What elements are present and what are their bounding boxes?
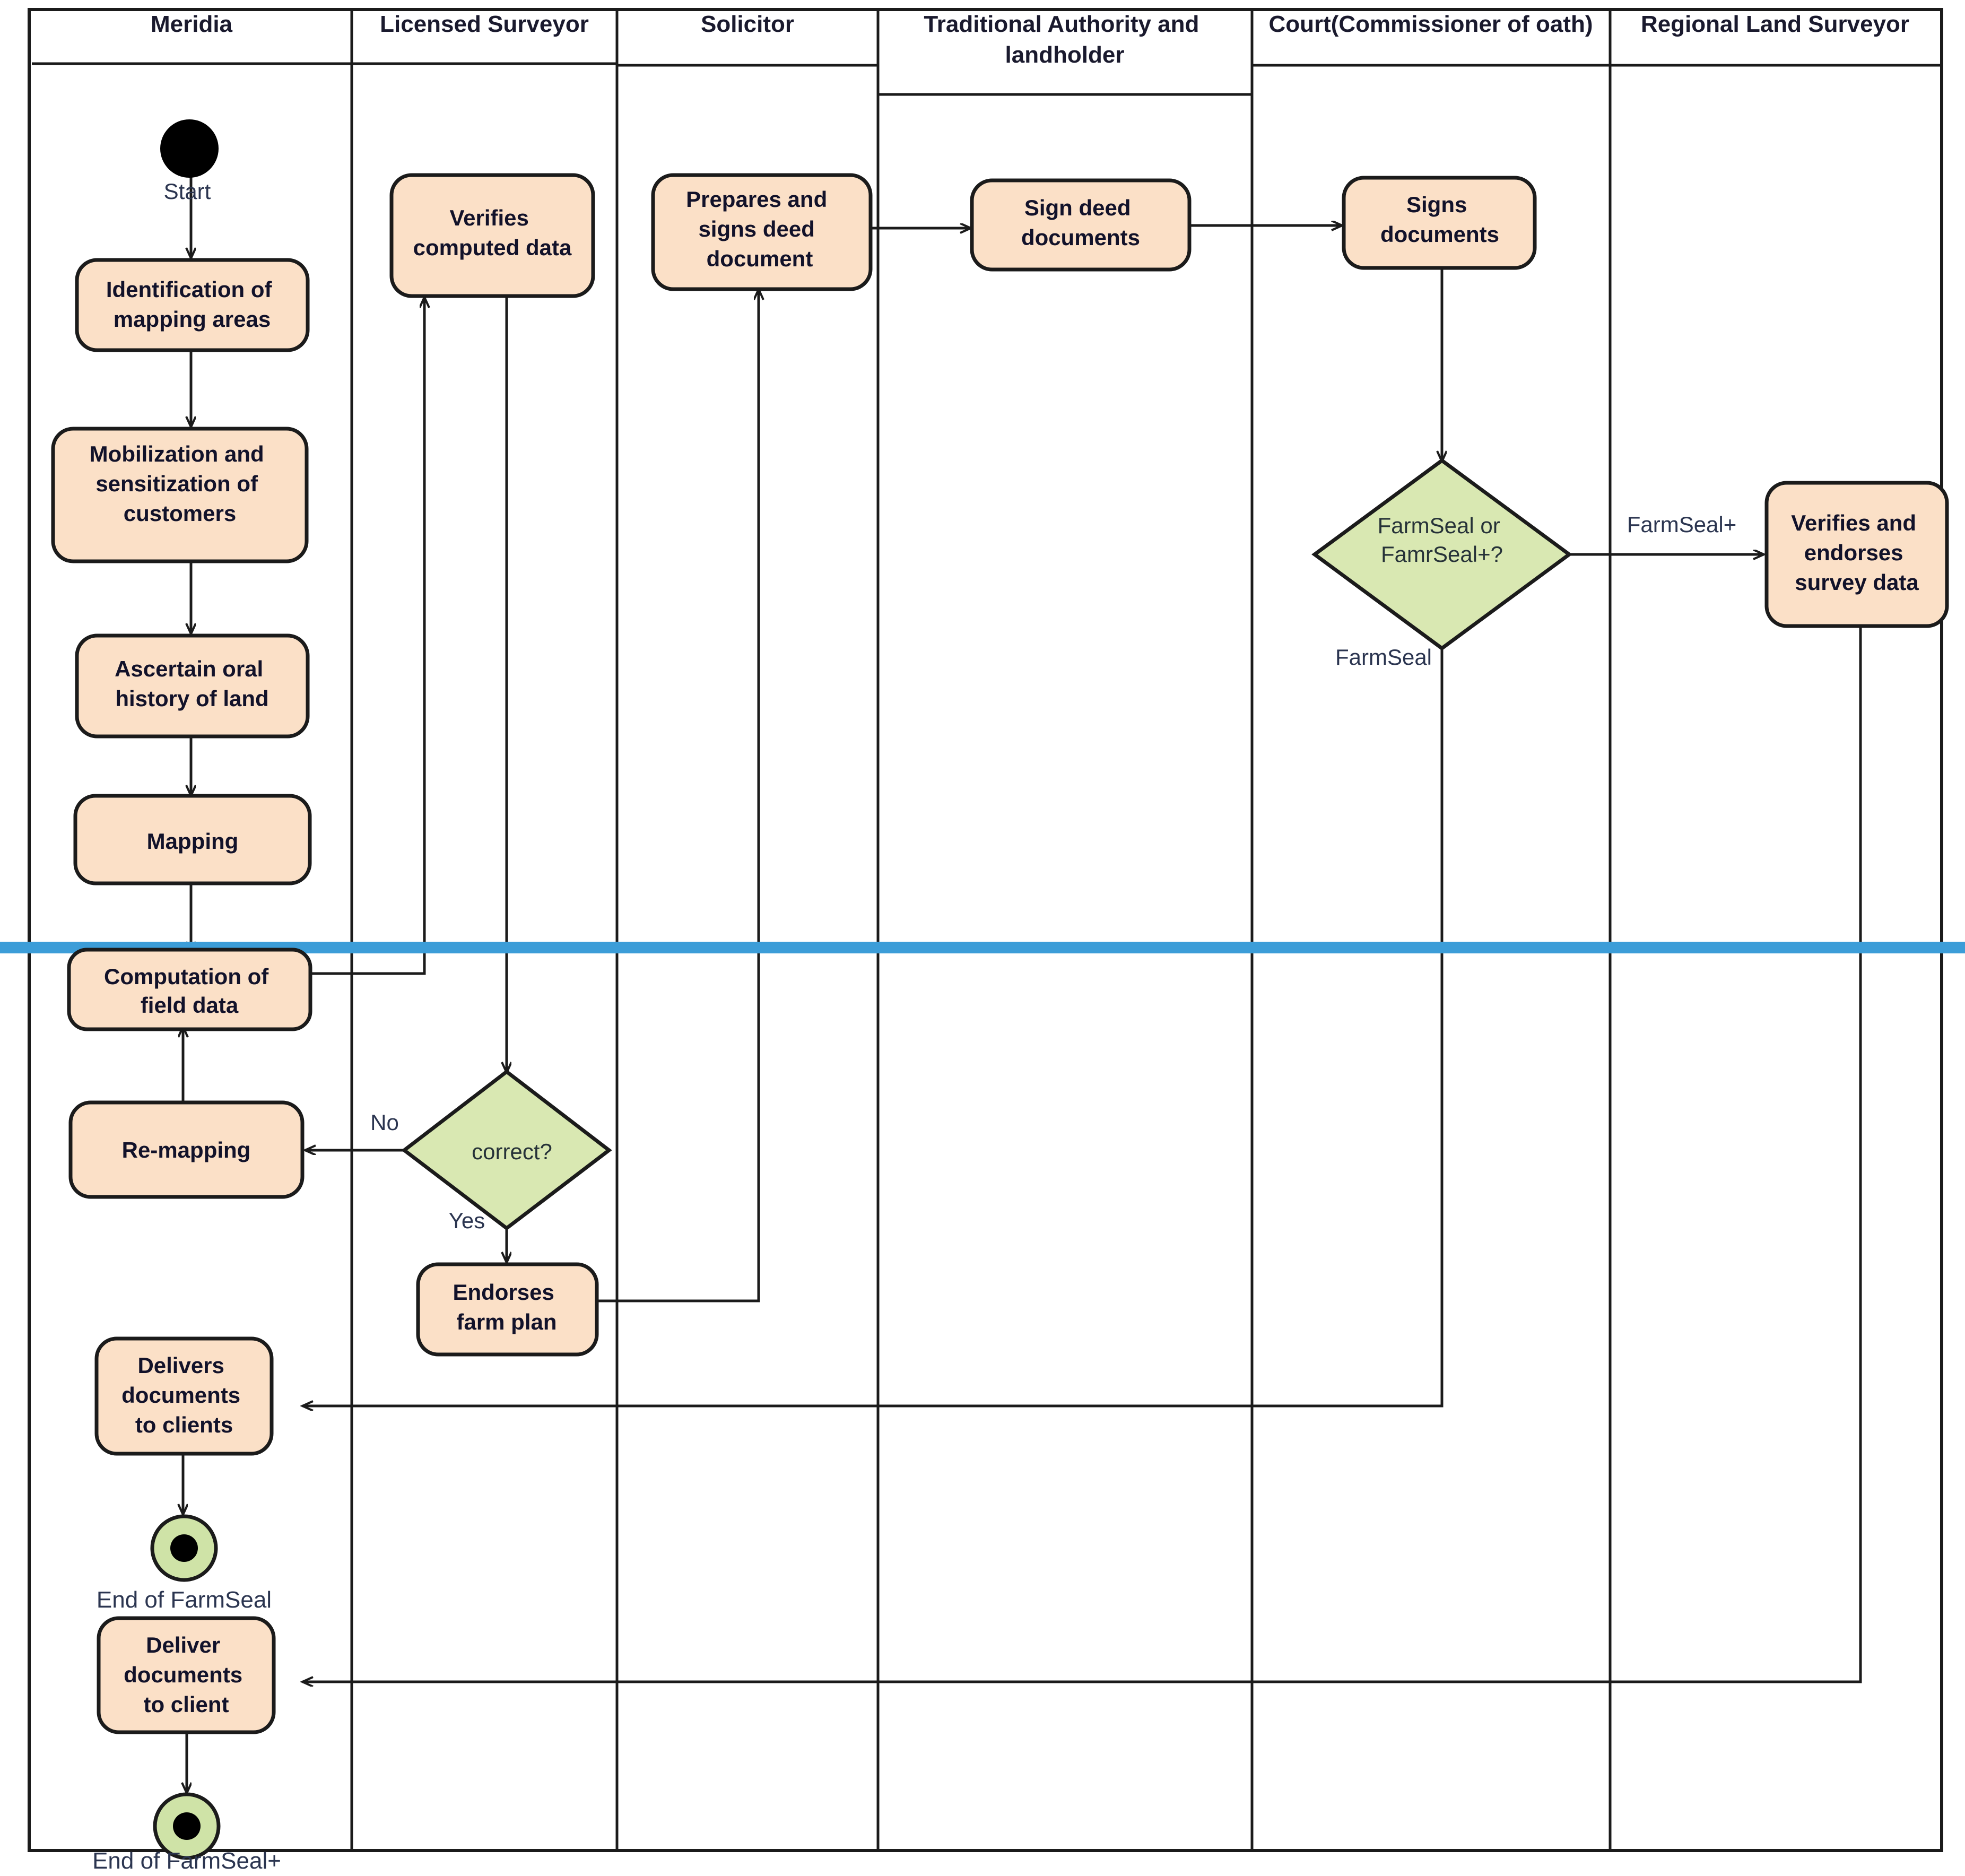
activity-label: Identification of mapping areas [106,277,278,332]
activity-computation-of-field-data[interactable]: Computation of field data [67,948,312,1031]
decision-label: correct? [472,1139,552,1164]
edge-a5-to-b1 [310,297,424,975]
activity-ascertain-oral-history-of-land[interactable]: Ascertain oral history of land [75,633,310,739]
activity-label: Mobilization and sensitization of custom… [90,441,271,526]
activity-sign-deed-documents[interactable]: Sign deed documents [970,178,1192,272]
decision-label: FarmSeal or FamrSeal+? [1378,513,1507,567]
activity-label: Endorses farm plan [453,1280,560,1334]
lane-title-traditional-authority: Traditional Authority and landholder [924,11,1205,68]
activity-label: Verifies computed data [413,205,572,260]
edge-b2-to-c1 [597,289,759,1302]
start-label: Start [164,179,211,204]
activity-verifies-computed-data[interactable]: Verifies computed data [389,173,595,298]
edge-d2-farmseal-to-a7 [302,648,1444,1406]
activity-label: Prepares and signs deed document [686,187,833,271]
final-node-end-of-farmseal [150,1514,218,1582]
lane-title-meridia: Meridia [151,11,233,37]
lane-title-solicitor: Solicitor [701,11,794,37]
lane-title-licensed-surveyor: Licensed Surveyor [380,11,589,37]
activity-identification-of-mapping-areas[interactable]: Identification of mapping areas [75,258,310,352]
activity-label: Mapping [147,829,239,854]
activity-label: Signs documents [1380,192,1499,247]
final-node-end-of-farmseal-plus [153,1792,221,1860]
activity-verifies-and-endorses-survey-data[interactable]: Verifies and endorses survey data [1764,481,1949,628]
activity-label: Re-mapping [122,1137,251,1162]
edge-r1-to-a8 [302,626,1862,1682]
activity-signs-documents[interactable]: Signs documents [1342,176,1537,270]
decision-farmseal-or-farmseal-plus[interactable]: FarmSeal or FamrSeal+? [1311,458,1572,651]
activity-prepares-and-signs-deed-document[interactable]: Prepares and signs deed document [651,173,873,291]
activity-label: Computation of field data [104,964,275,1018]
activity-delivers-documents-to-clients[interactable]: Delivers documents to clients [94,1336,274,1456]
activity-label: Sign deed documents [1021,195,1140,250]
activity-mobilization-and-sensitization-of-customers[interactable]: Mobilization and sensitization of custom… [51,427,309,563]
activity-deliver-documents-to-client[interactable]: Deliver documents to client [97,1616,276,1734]
lane-title-regional-land-surveyor: Regional Land Surveyor [1641,11,1909,37]
highlight-bar [0,942,1965,953]
activity-endorses-farm-plan[interactable]: Endorses farm plan [416,1262,599,1357]
edge-label-no: No [370,1110,399,1135]
decision-correct[interactable]: correct? [401,1069,612,1231]
activity-label: Ascertain oral history of land [115,656,269,711]
activity-label: Verifies and endorses survey data [1791,510,1922,595]
edge-label-yes: Yes [449,1208,485,1233]
start-node [160,119,219,178]
end-of-farmseal-plus-label: End of FarmSeal+ [92,1848,281,1874]
activity-mapping[interactable]: Mapping [73,794,312,885]
end-of-farmseal-label: End of FarmSeal [97,1587,272,1613]
activity-label: Deliver documents to client [124,1632,249,1717]
lane-title-court: Court(Commissioner of oath) [1268,11,1593,37]
edge-label-farmseal: FarmSeal [1335,645,1432,670]
activity-re-mapping[interactable]: Re-mapping [68,1100,305,1199]
diagram-frame [28,8,1943,1852]
activity-label: Delivers documents to clients [121,1353,247,1437]
edge-label-farmseal-plus: FarmSeal+ [1627,512,1737,537]
